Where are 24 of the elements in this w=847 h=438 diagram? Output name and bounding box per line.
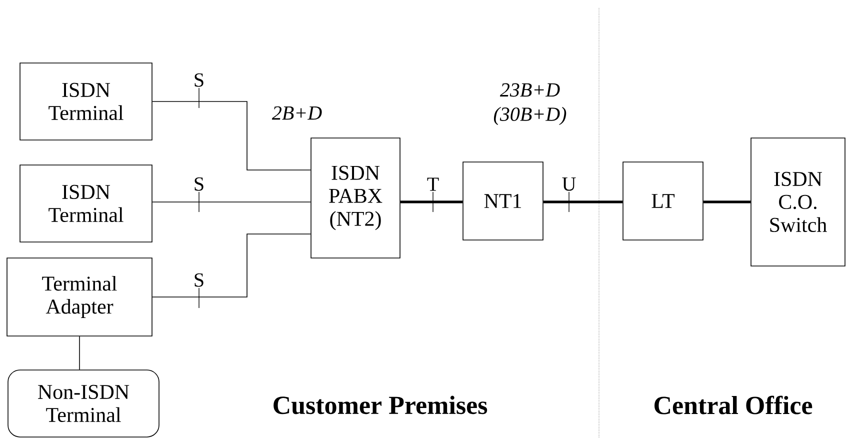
terminal-box: ISDN Terminal (20, 164, 152, 242)
nt1-box: NT1 (462, 162, 544, 240)
reference-point-label: S (194, 273, 204, 287)
connector-line (79, 336, 80, 370)
connector-line (152, 234, 311, 298)
lt-box: LT (622, 162, 704, 240)
channel-label: 2B+D (272, 106, 322, 120)
connector-line (543, 200, 623, 204)
terminal-box: ISDN Terminal (20, 62, 152, 140)
reference-point-label: T (427, 178, 439, 191)
switch-box: ISDN C.O. Switch (750, 138, 846, 266)
region-label: Central Office (654, 396, 812, 414)
adapter-box: Terminal Adapter (6, 258, 152, 336)
region-label: Customer Premises (274, 396, 488, 414)
connector-line (703, 200, 751, 204)
reference-point-label: S (194, 177, 204, 191)
connector-line (152, 101, 311, 170)
channel-label: 23B+D (500, 83, 560, 97)
channel-label: (30B+D) (494, 106, 566, 126)
reference-point-label: U (562, 178, 576, 191)
pabx-box: ISDN PABX (NT2) (310, 138, 400, 258)
reference-point-label: S (194, 73, 204, 87)
terminal-box: Non-ISDN Terminal (8, 370, 160, 438)
connector-line (400, 200, 463, 204)
